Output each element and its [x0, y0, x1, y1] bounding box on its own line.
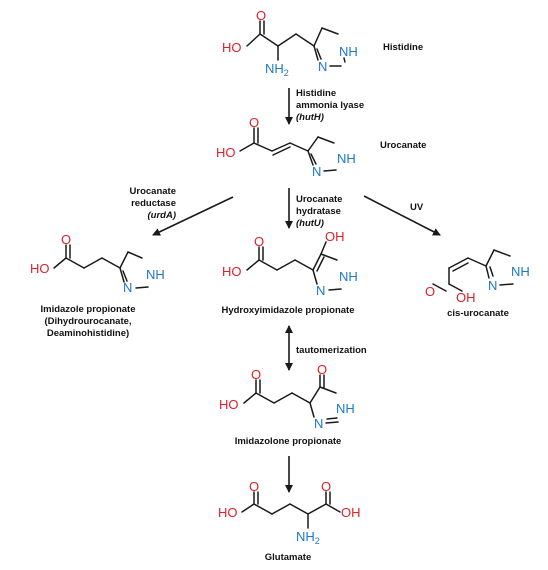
uv-label: UV [410, 202, 424, 213]
histidine-ring-nh-label: NH [339, 44, 358, 59]
imidazolone-propionate-hydroxyl-label: HO [219, 397, 239, 412]
urocanate-ring-n-label: N [312, 164, 321, 179]
svg-text:Imidazole propionate: Imidazole propionate [40, 304, 135, 315]
hydroxyimidazole-propionate-hydroxyl-label: HO [222, 264, 242, 279]
histidine-ring-n-label: N [318, 59, 327, 74]
imidazolone-propionate-name: Imidazolone propionate [235, 436, 342, 447]
hutH-enzyme-label: Histidine ammonia lyase (hutH) [296, 88, 364, 123]
svg-text:(Dihydrourocanate,: (Dihydrourocanate, [44, 316, 131, 327]
imidazole-propionate-hydroxyl-label: HO [30, 261, 50, 276]
glutamate-amine-label: NH2 [296, 529, 320, 546]
cis-urocanate-structure: O OH N NH [425, 249, 530, 305]
svg-text:(hutU): (hutU) [296, 218, 324, 229]
imidazole-propionate-carbonyl-o-label: O [61, 232, 71, 247]
urocanate-structure: HO O N NH [216, 115, 356, 179]
svg-text:reductase: reductase [131, 198, 176, 209]
hydroxyimidazole-propionate-carbonyl-o-label: O [254, 234, 264, 249]
arrow-urocanate-to-cis-urocanate [363, 195, 441, 236]
urocanate-ring-nh-label: NH [337, 151, 356, 166]
arrow-urocanate-to-imidazole-propionate [152, 196, 234, 236]
glutamate-name: Glutamate [265, 552, 311, 563]
imidazole-propionate-structure: HO O N NH [30, 232, 165, 295]
urdA-enzyme-label: Urocanate reductase (urdA) [130, 186, 176, 221]
glutamate-left-hydroxyl-label: HO [218, 505, 238, 520]
cis-urocanate-carbonyl-o-label: O [425, 284, 435, 299]
svg-text:Deaminohistidine): Deaminohistidine) [47, 328, 129, 339]
hydroxyimidazole-propionate-ring-n-label: N [316, 283, 325, 298]
svg-text:(hutH): (hutH) [296, 112, 324, 123]
histidine-amine-label: NH2 [265, 61, 289, 78]
hydroxyimidazole-propionate-ring-oh-label: OH [325, 229, 345, 244]
imidazolone-propionate-ring-nh-label: NH [336, 401, 355, 416]
svg-text:hydratase: hydratase [296, 206, 341, 217]
imidazole-propionate-name: Imidazole propionate (Dihydrourocanate, … [40, 304, 135, 339]
histidine-structure: HO O NH2 N NH [222, 8, 358, 78]
svg-text:(urdA): (urdA) [148, 210, 177, 221]
histidine-carbonyl-o-label: O [256, 8, 266, 23]
urocanate-name: Urocanate [380, 140, 426, 151]
histidine-hydroxyl-label: HO [222, 40, 242, 55]
imidazolone-propionate-ring-o-label: O [317, 362, 327, 377]
hydroxyimidazole-propionate-structure: HO O OH N NH [222, 229, 358, 298]
imidazolone-propionate-ring-n-label: N [314, 416, 323, 431]
imidazolone-propionate-carbonyl-o-label: O [251, 367, 261, 382]
histidine-name: Histidine [383, 42, 423, 53]
cis-urocanate-hydroxyl-label: OH [456, 290, 476, 305]
svg-text:Histidine: Histidine [296, 88, 336, 99]
imidazole-propionate-ring-nh-label: NH [146, 267, 165, 282]
hydroxyimidazole-propionate-name: Hydroxyimidazole propionate [221, 305, 354, 316]
svg-text:ammonia lyase: ammonia lyase [296, 100, 364, 111]
urocanate-carbonyl-o-label: O [249, 115, 259, 130]
glutamate-right-carbonyl-o-label: O [321, 479, 331, 494]
urocanate-hydroxyl-label: HO [216, 145, 236, 160]
glutamate-right-hydroxyl-label: OH [341, 505, 361, 520]
glutamate-structure: HO O O OH NH2 [218, 479, 361, 546]
imidazolone-propionate-structure: HO O O N NH [219, 362, 355, 431]
imidazole-propionate-ring-n-label: N [123, 280, 132, 295]
svg-text:Urocanate: Urocanate [130, 186, 176, 197]
glutamate-left-carbonyl-o-label: O [249, 479, 259, 494]
tautomerization-label: tautomerization [296, 345, 367, 356]
cis-urocanate-ring-n-label: N [488, 278, 497, 293]
hydroxyimidazole-propionate-ring-nh-label: NH [339, 269, 358, 284]
cis-urocanate-name: cis-urocanate [447, 308, 509, 319]
svg-text:Urocanate: Urocanate [296, 194, 342, 205]
cis-urocanate-ring-nh-label: NH [511, 264, 530, 279]
hutU-enzyme-label: Urocanate hydratase (hutU) [296, 194, 342, 229]
